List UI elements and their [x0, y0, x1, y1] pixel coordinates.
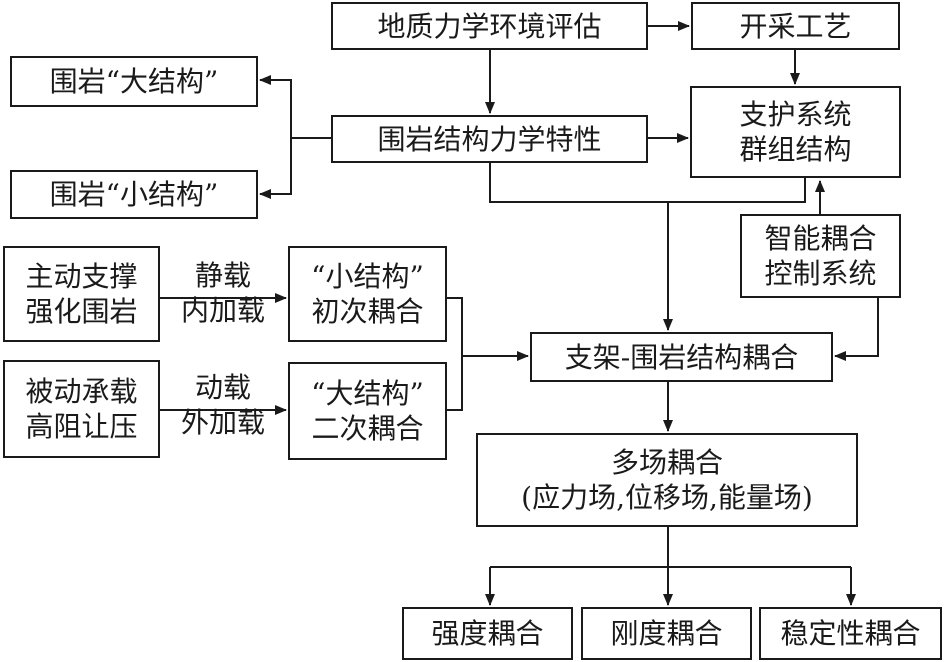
stability-box: 稳定性耦合 — [759, 607, 942, 660]
rock-mech-box: 围岩结构力学特性 — [331, 115, 648, 163]
second-coupling-line2: 二次耦合 — [311, 412, 424, 445]
big-struct-box: 围岩“大结构” — [10, 56, 258, 107]
active-support-line1: 主动支撑 — [25, 260, 138, 293]
dynamic-load-line2: 外加载 — [180, 406, 265, 439]
multi-field-box: 多场耦合 (应力场,位移场,能量场) — [476, 433, 858, 527]
support-rock-text: 支架-围岩结构耦合 — [564, 340, 799, 374]
multi-field-line2: (应力场,位移场,能量场) — [521, 481, 813, 514]
support-group-line1: 支护系统 — [739, 98, 852, 131]
mining-box: 开采工艺 — [691, 2, 900, 50]
strength-box: 强度耦合 — [402, 607, 573, 660]
dynamic-load-label: 动载 外加载 — [168, 370, 278, 440]
dynamic-load-line1: 动载 — [194, 371, 251, 404]
geo-env-text: 地质力学环境评估 — [377, 9, 602, 43]
multi-field-line1: 多场耦合 — [610, 446, 723, 479]
passive-support-line2: 高阻让压 — [25, 410, 138, 443]
smart-ctrl-line1: 智能耦合 — [764, 222, 877, 255]
small-struct-text: 围岩“小结构” — [49, 178, 219, 211]
second-coupling-line1: “大结构” — [311, 377, 424, 410]
passive-support-box: 被动承载 高阻让压 — [3, 360, 160, 458]
smart-ctrl-box: 智能耦合 控制系统 — [740, 214, 901, 298]
stability-text: 稳定性耦合 — [780, 617, 921, 650]
passive-support-line1: 被动承载 — [25, 375, 138, 408]
support-rock-box: 支架-围岩结构耦合 — [530, 332, 833, 382]
smart-ctrl-line2: 控制系统 — [764, 257, 877, 290]
branch-rockmech-to-small — [259, 138, 292, 199]
join-rockmech-support-down — [489, 163, 806, 203]
strength-text: 强度耦合 — [431, 617, 544, 650]
first-coupling-line1: “小结构” — [311, 260, 424, 293]
big-struct-text: 围岩“大结构” — [49, 65, 219, 98]
mining-text: 开采工艺 — [739, 9, 852, 43]
support-group-box: 支护系统 群组结构 — [690, 86, 901, 178]
stiffness-box: 刚度耦合 — [581, 607, 752, 660]
active-support-line2: 强化围岩 — [25, 295, 138, 328]
static-load-label: 静载 内加载 — [168, 258, 278, 328]
rock-mech-text: 围岩结构力学特性 — [377, 122, 602, 156]
static-load-line1: 静载 — [194, 259, 251, 292]
merge-couplings-to-support-rock — [447, 297, 528, 411]
active-support-box: 主动支撑 强化围岩 — [3, 246, 160, 342]
second-coupling-box: “大结构” 二次耦合 — [288, 362, 447, 460]
first-coupling-line2: 初次耦合 — [311, 295, 424, 328]
branch-rockmech-to-big — [259, 75, 292, 138]
stiffness-text: 刚度耦合 — [610, 617, 723, 650]
first-coupling-box: “小结构” 初次耦合 — [288, 246, 447, 342]
small-struct-box: 围岩“小结构” — [10, 170, 258, 219]
support-group-line2: 群组结构 — [739, 133, 852, 166]
arrow-coupling-to-smart — [834, 298, 879, 361]
geo-env-box: 地质力学环境评估 — [331, 2, 648, 50]
static-load-line2: 内加载 — [180, 294, 265, 327]
